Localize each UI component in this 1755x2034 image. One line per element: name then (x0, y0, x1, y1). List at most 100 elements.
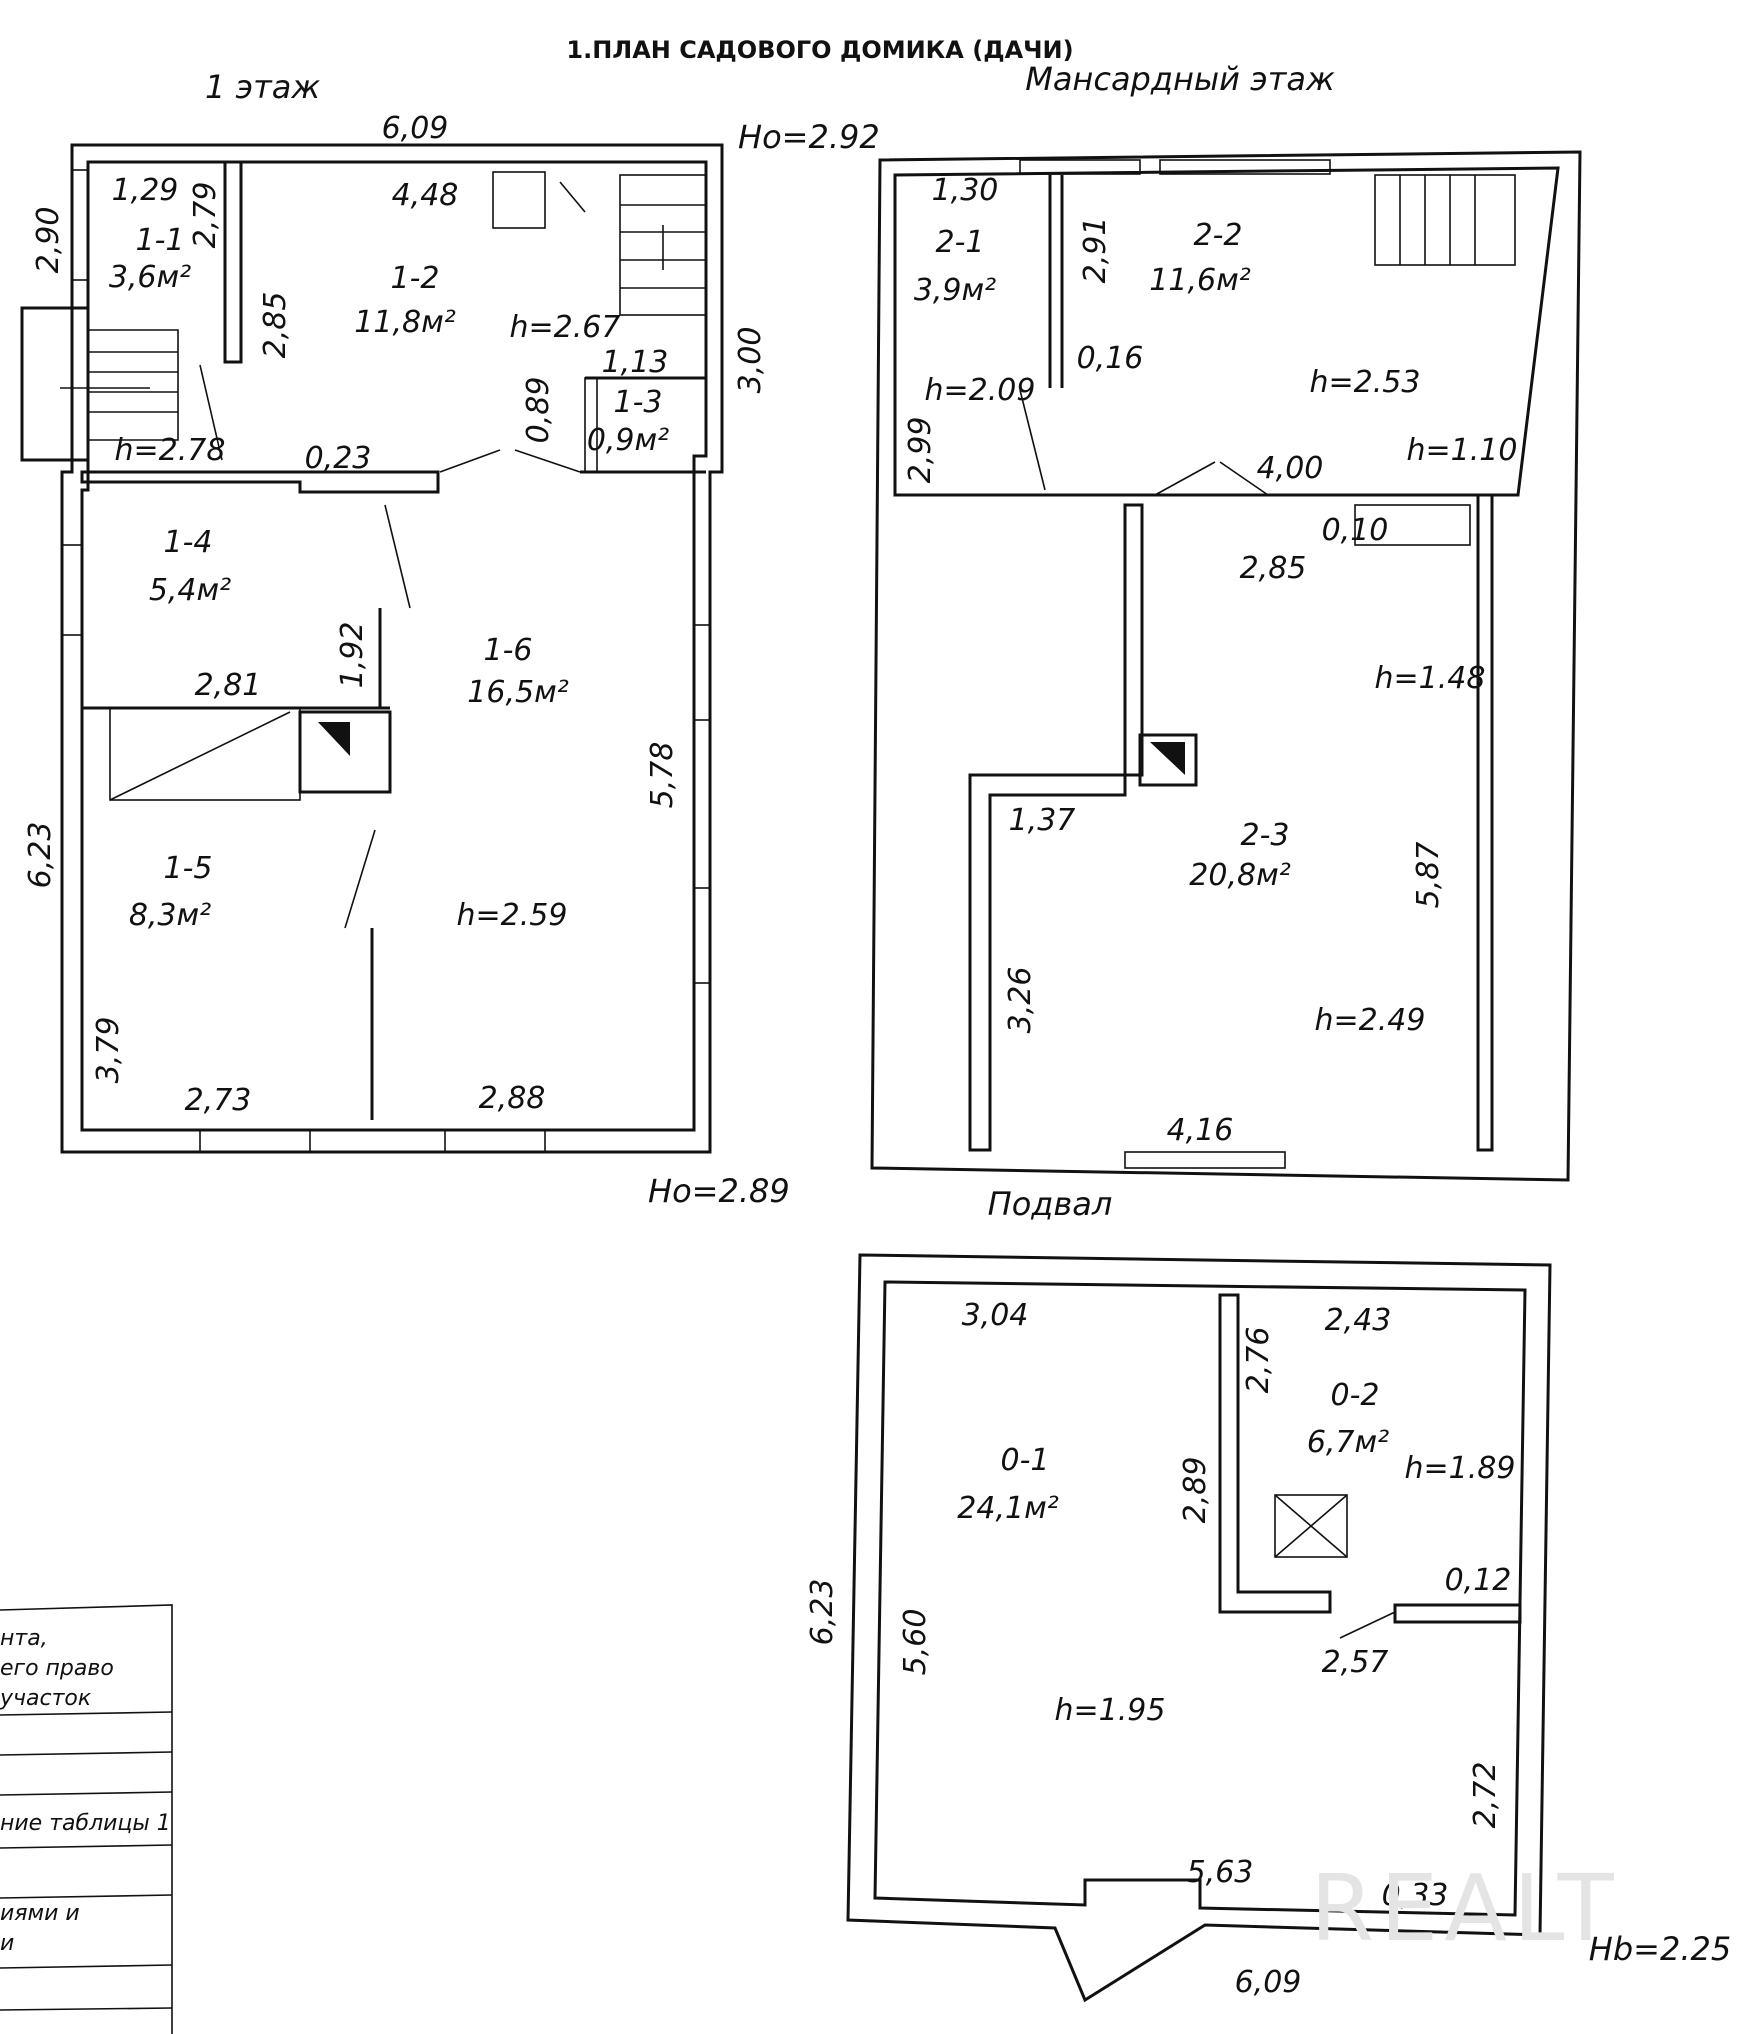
partition-1-1 (223, 160, 243, 364)
window (693, 887, 711, 984)
dim-299: 2,99 (903, 417, 938, 484)
window (61, 544, 83, 636)
window (444, 1129, 546, 1153)
inner-stair (619, 174, 707, 316)
basement-inner-wall (873, 1280, 1527, 1917)
room-2-2-id: 2-2 (1194, 218, 1243, 253)
room-2-3-height: h=2.49 (1315, 1003, 1426, 1038)
height-2-78: h=2.78 (115, 433, 226, 468)
room-2-1-area: 3,9м² (914, 273, 996, 308)
room-2-3-area: 20,8м² (1189, 858, 1290, 893)
dim-130: 1,30 (932, 173, 999, 208)
basement-plan: Подвал Hb=2.25 3,04 2,43 2,76 2,89 0,12 … (805, 1185, 1731, 2003)
stamp-line-2: его право (0, 1656, 114, 1681)
chimney-block (298, 710, 392, 794)
basement-hatch (1274, 1494, 1348, 1558)
stamp-line-5: иями и (0, 1901, 80, 1926)
dim-285: 2,85 (258, 292, 293, 359)
dim-285-attic: 2,85 (1240, 551, 1307, 586)
entrance-stair-outer (20, 306, 90, 462)
dim-113: 1,13 (602, 345, 669, 380)
partition-horizontal (80, 470, 440, 494)
stamp-row-line (0, 1844, 173, 1849)
height-1-10: h=1.10 (1407, 433, 1518, 468)
dim-416: 4,16 (1167, 1113, 1234, 1148)
stamp-border (0, 1604, 173, 2034)
dim-291: 2,91 (1078, 217, 1113, 284)
room-0-2-area: 6,7м² (1307, 1425, 1389, 1460)
dim-192: 1,92 (335, 622, 370, 689)
dim-033: 0,33 (1382, 1878, 1449, 1913)
door-swing (514, 449, 581, 473)
entrance-stair (88, 329, 179, 441)
room-1-2-area: 11,8м² (354, 305, 455, 340)
door-swing (439, 449, 501, 473)
room-1-2-height: h=2.67 (510, 310, 621, 345)
first-floor-plan: 1 этаж Ho=2.92 Ho=2.89 (20, 68, 880, 1210)
dim-326: 3,26 (1003, 967, 1038, 1034)
window (199, 1129, 311, 1153)
room-2-3-id: 2-3 (1241, 818, 1290, 853)
height-1-48: h=1.48 (1375, 661, 1486, 696)
room-1-3-area: 0,9м² (587, 423, 669, 458)
dim-563: 5,63 (1187, 1855, 1254, 1890)
stamp-row-line (0, 1964, 173, 1969)
basement-label: Подвал (988, 1185, 1113, 1223)
first-floor-h0-top: Ho=2.92 (738, 118, 880, 156)
room-1-4-id: 1-4 (164, 525, 213, 560)
dim-288: 2,88 (479, 1081, 546, 1116)
room-0-1-id: 0-1 (1001, 1443, 1050, 1478)
room-1-2-id: 1-2 (391, 261, 440, 296)
stamp-row-line (0, 1751, 173, 1756)
window (1159, 159, 1331, 175)
dim-left-top: 2,90 (31, 207, 66, 274)
dim-289: 2,89 (1178, 1457, 1213, 1524)
stove-diagonal (109, 711, 291, 801)
attic-floor-plan: Мансардный этаж 1,30 2,91 0,16 2,99 4,00… (870, 60, 1582, 1182)
dim-012: 0,12 (1445, 1563, 1512, 1598)
window (71, 169, 89, 281)
dim-279: 2,79 (188, 182, 223, 249)
stove-mark (559, 181, 586, 213)
room-1-5-area: 8,3м² (129, 898, 211, 933)
hatch-cross (1274, 1494, 1348, 1558)
attic-floor-label: Мансардный этаж (1025, 60, 1335, 98)
attic-chimney (1138, 733, 1198, 787)
room-0-2-height: h=1.89 (1405, 1451, 1516, 1486)
room-2-2-area: 11,6м² (1149, 263, 1250, 298)
room-0-1-area: 24,1м² (957, 1491, 1058, 1526)
room-2-1-height: h=2.09 (925, 373, 1036, 408)
stamp-line-1: нта, (0, 1626, 48, 1651)
room-1-4-area: 5,4м² (149, 573, 231, 608)
dim-243: 2,43 (1325, 1303, 1392, 1338)
room-1-1-id: 1-1 (136, 223, 185, 258)
dim-609-basement: 6,09 (1235, 1965, 1302, 2000)
room-1-6-id: 1-6 (484, 633, 533, 668)
stamp-row-line (0, 1791, 173, 1796)
dim-379: 3,79 (91, 1017, 126, 1084)
dim-304: 3,04 (962, 1298, 1029, 1333)
stamp-line-6: и (0, 1931, 14, 1956)
plan-title: 1.ПЛАН САДОВОГО ДОМИКА (ДАЧИ) (566, 36, 1073, 64)
dim-281: 2,81 (195, 668, 262, 703)
partition-0-2-right (1393, 1603, 1522, 1624)
door-swing (1019, 389, 1046, 491)
door-swing (1339, 1611, 1396, 1639)
chimney-icon (318, 722, 350, 756)
stove-fixture (492, 171, 546, 229)
dim-578: 5,78 (645, 742, 680, 809)
partition-0-2 (1218, 1293, 1332, 1614)
attic-upper-rooms (893, 166, 1560, 497)
dim-010: 0,10 (1322, 513, 1389, 548)
dim-129: 1,29 (112, 173, 179, 208)
basement-outer-wall (846, 1253, 1552, 2003)
first-floor-outer-wall (60, 143, 724, 1154)
window (1019, 159, 1141, 175)
dim-left-total: 6,23 (23, 822, 58, 889)
first-floor-h0-bottom: Ho=2.89 (648, 1172, 790, 1210)
stamp-table: нта, его право участок ние таблицы 1 иям… (0, 1604, 173, 2034)
room-1-1-area: 3,6м² (109, 260, 191, 295)
dim-273: 2,73 (185, 1083, 252, 1118)
first-floor-label: 1 этаж (205, 68, 320, 106)
room-2-1-id: 2-1 (936, 225, 985, 260)
